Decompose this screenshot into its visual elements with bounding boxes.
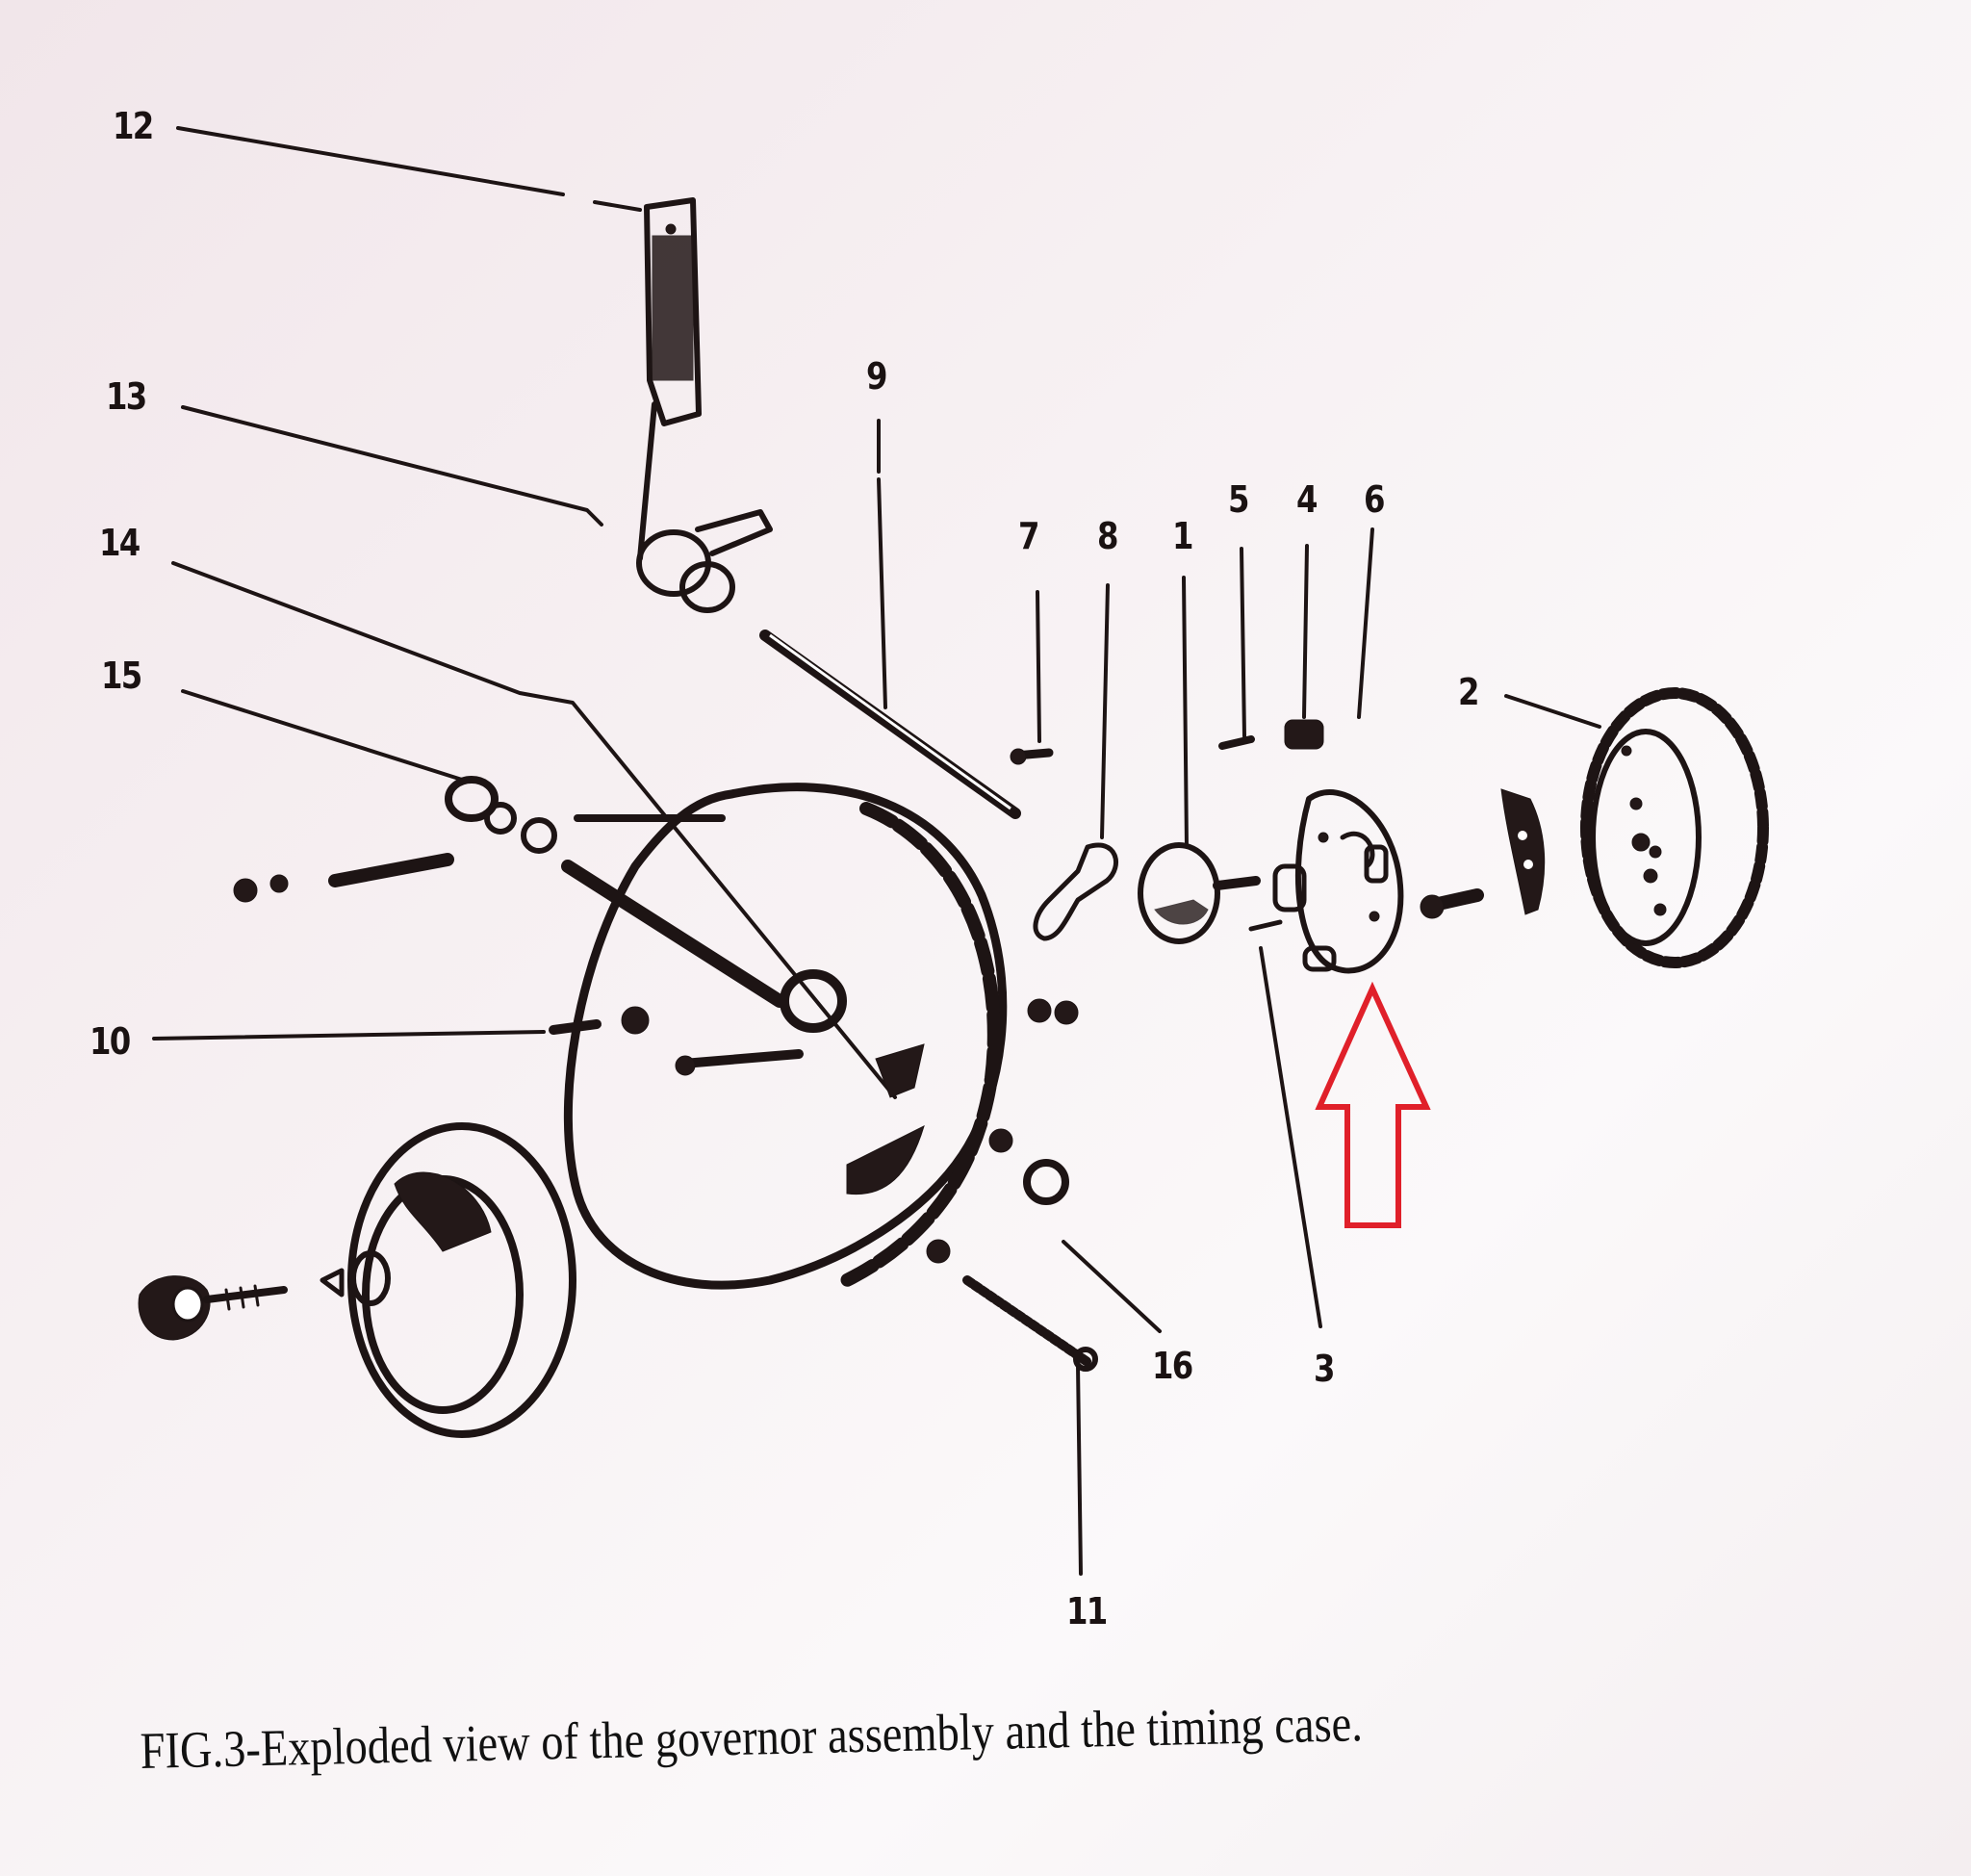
- leader-8: [1100, 583, 1110, 839]
- governor-plate-3: [1248, 789, 1404, 974]
- callout-1: 1: [1172, 515, 1194, 557]
- leader-lines: [152, 126, 1601, 1576]
- callout-13: 13: [106, 375, 147, 418]
- leader-16: [1062, 1240, 1162, 1333]
- leader-9: [877, 419, 887, 709]
- starting-dog-screw: [138, 1275, 288, 1341]
- spring-11: [962, 1275, 1098, 1372]
- bolt-10: [549, 1019, 602, 1035]
- leader-4: [1302, 544, 1309, 719]
- leader-1: [1182, 576, 1189, 849]
- callout-4: 4: [1296, 478, 1318, 521]
- leader-12: [176, 126, 642, 212]
- callout-11: 11: [1066, 1590, 1108, 1632]
- callout-8: 8: [1097, 515, 1119, 557]
- leader-15: [181, 689, 464, 782]
- screw-5: [1218, 735, 1255, 750]
- crank-pulley: [320, 1122, 576, 1438]
- callout-12: 12: [113, 105, 154, 147]
- washer-pair: [233, 853, 454, 903]
- leader-10: [152, 1030, 546, 1041]
- leader-11: [1076, 1363, 1083, 1576]
- callout-15: 15: [101, 655, 142, 697]
- cap-16: [1023, 1159, 1069, 1205]
- highlight-arrow: [1315, 981, 1431, 1228]
- callout-9: 9: [866, 355, 888, 398]
- governor-rod: [759, 630, 1021, 819]
- callout-3: 3: [1314, 1348, 1336, 1390]
- leader-14: [171, 561, 897, 1099]
- callout-10: 10: [90, 1020, 131, 1063]
- link-8: [1033, 842, 1118, 941]
- bracket: [1500, 788, 1546, 915]
- nut-15: [445, 776, 557, 854]
- callout-6: 6: [1364, 478, 1386, 521]
- leader-2: [1504, 694, 1601, 729]
- callout-5: 5: [1228, 478, 1250, 521]
- callout-2: 2: [1458, 671, 1480, 713]
- fitting-4: [1284, 719, 1324, 750]
- leader-13: [181, 405, 603, 527]
- leader-5: [1240, 547, 1246, 738]
- pin-7: [1010, 748, 1054, 765]
- bolt: [1420, 888, 1484, 919]
- leader-6: [1357, 527, 1374, 719]
- leader-7: [1036, 590, 1041, 743]
- timing-case: [561, 783, 1079, 1290]
- governor-weight-1: [1138, 842, 1261, 944]
- callout-7: 7: [1018, 515, 1040, 557]
- callout-16: 16: [1152, 1345, 1193, 1387]
- leader-3: [1259, 946, 1322, 1328]
- callout-14: 14: [99, 522, 141, 564]
- governor-lever: [636, 197, 773, 613]
- timing-gear-2: [1580, 687, 1769, 968]
